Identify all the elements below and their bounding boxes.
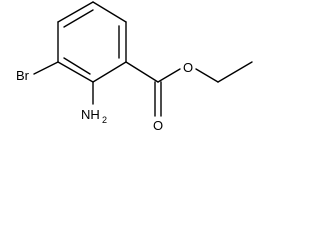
- ring-bond-bottom-right: [92, 61, 127, 83]
- structure-diagram: Br NH 2 O O: [16, 1, 253, 133]
- ester-oxygen-label: O: [183, 60, 193, 75]
- carbonyl-carbon-bond: [125, 61, 159, 83]
- bromine-label: Br: [16, 68, 30, 83]
- ring-bond-top-right: [92, 1, 127, 23]
- ring-bond-bottom-left-inner: [63, 57, 91, 75]
- ester-oxygen-bond: [157, 68, 181, 83]
- ester-group: [125, 61, 253, 117]
- amine-label: NH: [81, 107, 100, 122]
- carbonyl-oxygen-label: O: [153, 118, 163, 133]
- amine-subscript: 2: [102, 115, 107, 125]
- ring-bond-top-inner: [63, 9, 94, 28]
- benzene-ring: [57, 1, 127, 83]
- bromine-bond: [33, 61, 59, 75]
- ring-bond-top: [57, 1, 94, 23]
- ethyl-oxygen-bond: [195, 68, 219, 83]
- ethyl-bond: [217, 61, 253, 83]
- ring-bond-bottom-left: [57, 61, 94, 83]
